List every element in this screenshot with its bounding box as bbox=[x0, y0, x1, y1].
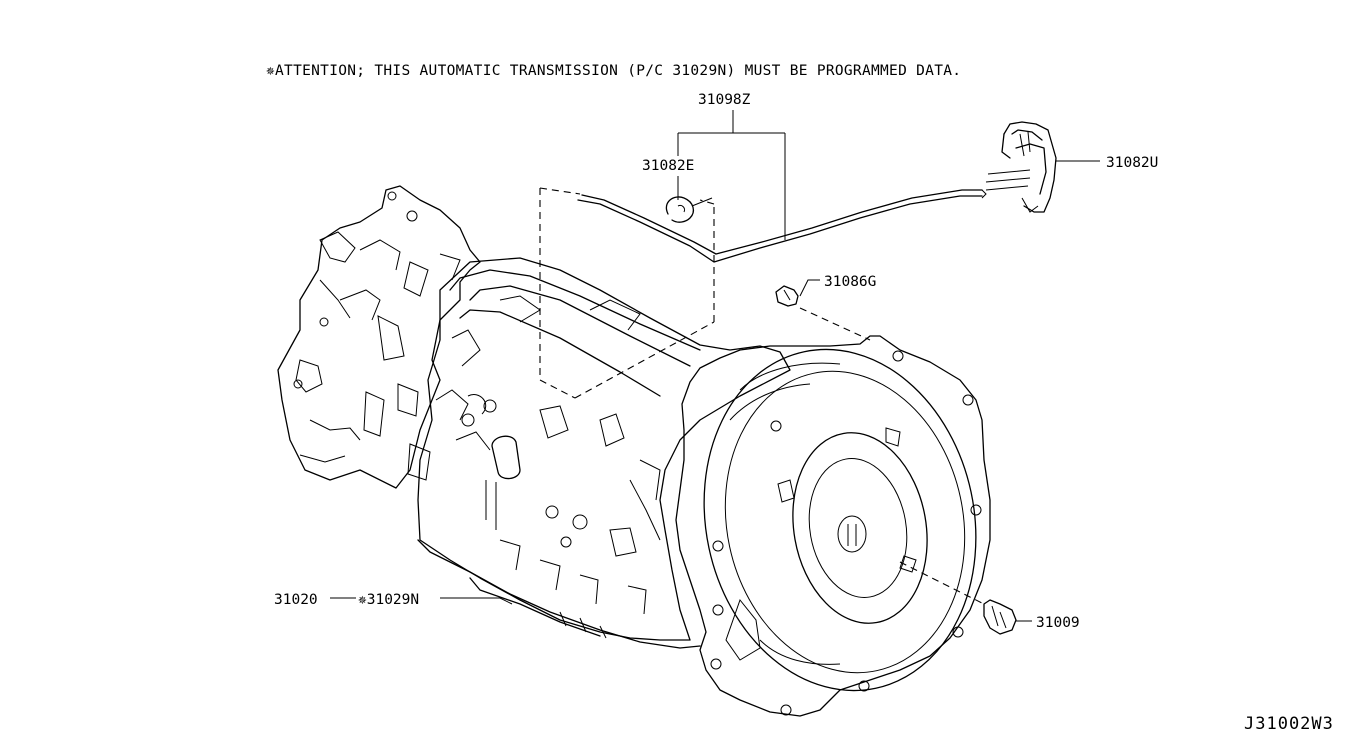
label-31086G: 31086G bbox=[824, 274, 876, 290]
label-31009: 31009 bbox=[1036, 615, 1080, 631]
bolt-upper-part bbox=[775, 285, 799, 307]
label-31029N: ✵31029N bbox=[358, 592, 419, 608]
label-31082U: 31082U bbox=[1106, 155, 1158, 171]
automatic-transmission-drawing bbox=[277, 185, 991, 717]
label-31020: 31020 bbox=[274, 592, 318, 608]
clip-part bbox=[665, 196, 713, 223]
label-31098Z: 31098Z bbox=[698, 92, 751, 108]
leader-lines bbox=[330, 110, 1100, 622]
label-31082E: 31082E bbox=[642, 158, 694, 174]
harness-wire bbox=[577, 189, 987, 263]
dashed-assembly-lines bbox=[539, 187, 985, 605]
attention-note: ✵ATTENTION; THIS AUTOMATIC TRANSMISSION … bbox=[266, 63, 961, 79]
bolt-lower-part bbox=[983, 599, 1017, 635]
connector-part bbox=[985, 121, 1057, 213]
diagram-code: J31002W3 bbox=[1244, 714, 1334, 734]
